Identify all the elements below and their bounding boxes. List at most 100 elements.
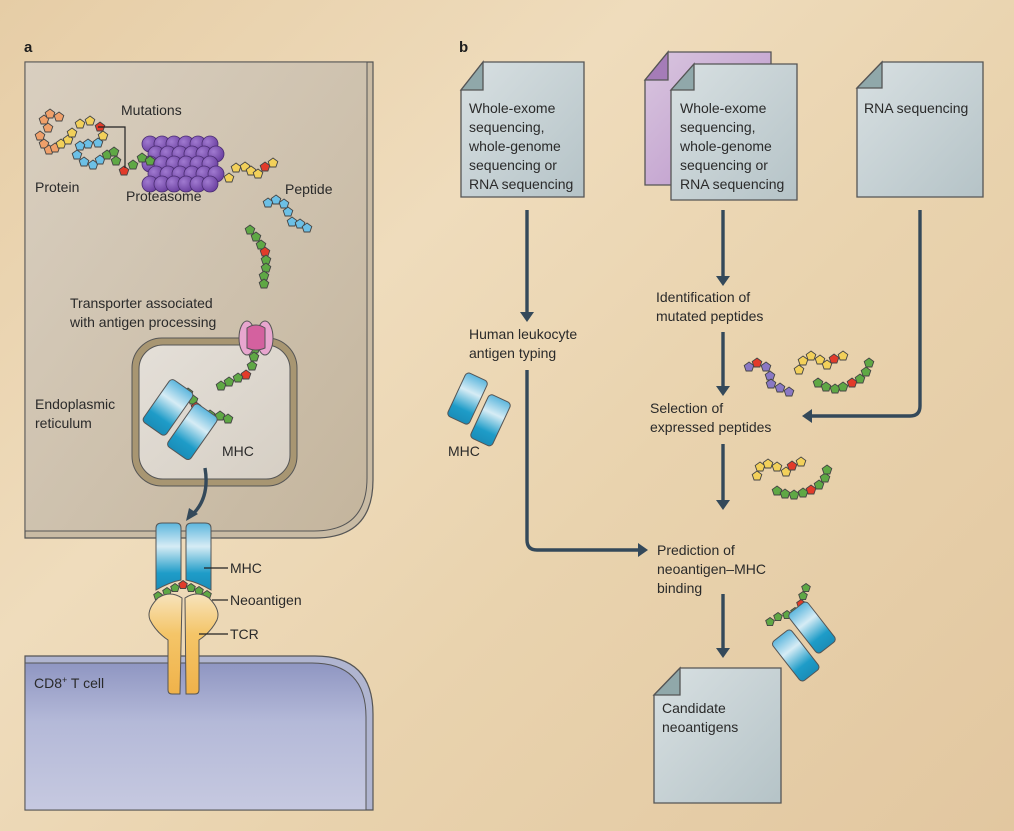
cd8-t-cell: [24, 655, 374, 811]
doc-candidate-neoantigens: Candidate neoantigens: [652, 666, 782, 804]
amino-acid-residue: [837, 350, 849, 361]
amino-acid-residue: [186, 582, 196, 593]
proteasome-icon: [141, 135, 225, 193]
amino-acid-residue: [82, 138, 94, 149]
identification-line-1: mutated peptides: [656, 308, 763, 324]
doc-left-line-4: RNA sequencing: [469, 176, 573, 192]
amino-acid-residue: [294, 218, 306, 229]
amino-acid-residue: [812, 377, 824, 388]
amino-acid-residue: [771, 461, 783, 472]
amino-acid-residue: [244, 224, 256, 235]
proteasome-subunit: [201, 175, 219, 193]
prediction-line-1: neoantigen–MHC: [657, 561, 766, 577]
amino-acid-residue: [779, 488, 791, 499]
tcr-label: TCR: [230, 626, 259, 642]
doc-middle-line-4: RNA sequencing: [680, 176, 784, 192]
peptide-b-yellow-1: [793, 350, 849, 375]
amino-acid-residue: [282, 206, 294, 217]
amino-acid-residue: [821, 464, 833, 475]
amino-acid-residue: [44, 108, 56, 119]
amino-acid-residue: [797, 355, 809, 366]
amino-acid-residue: [252, 168, 264, 179]
amino-acid-residue: [38, 138, 50, 149]
tap-transporter-icon: [238, 320, 274, 356]
amino-acid-residue: [783, 386, 795, 397]
amino-acid-residue: [795, 456, 807, 467]
arrow-hla-to-prediction: [525, 370, 638, 552]
amino-acid-residue: [84, 115, 96, 126]
doc-left-line-0: Whole-exome: [469, 100, 556, 116]
peptide-b-green-1: [812, 357, 875, 394]
arrow-rna-to-selection: [812, 210, 922, 418]
amino-acid-residue: [214, 410, 226, 421]
proteasome-label: Proteasome: [126, 188, 202, 204]
selection-line-0: Selection of: [650, 400, 723, 416]
amino-acid-residue: [248, 351, 260, 362]
amino-acid-residue: [110, 155, 122, 166]
amino-acid-residue: [118, 165, 130, 176]
amino-acid-residue: [793, 364, 805, 375]
doc-left-line-2: whole-genome: [468, 138, 561, 154]
peptide-b-green-2: [771, 464, 833, 500]
amino-acid-residue: [222, 413, 234, 424]
mutations-leader-line: [98, 126, 126, 168]
hla-typing-line-1: antigen typing: [469, 345, 556, 361]
amino-acid-residue: [74, 140, 86, 151]
amino-acid-residue: [814, 354, 826, 365]
arrowhead-hla-prediction: [638, 543, 648, 557]
amino-acid-residue: [258, 278, 270, 289]
amino-acid-residue: [178, 579, 188, 590]
mhc-panel-b-icon: [447, 372, 511, 447]
arrowhead-candidate: [716, 648, 730, 658]
amino-acid-residue: [801, 582, 811, 593]
amino-acid-residue: [232, 372, 244, 383]
amino-acid-residue: [240, 369, 252, 380]
amino-acid-residue: [71, 149, 83, 160]
amino-acid-residue: [246, 360, 258, 371]
amino-acid-residue: [854, 373, 866, 384]
amino-acid-residue: [34, 130, 46, 141]
er-label-line1: Endoplasmic: [35, 396, 115, 412]
amino-acid-residue: [270, 194, 282, 205]
doc-wes-wgs-rna-middle: Whole-exome sequencing, whole-genome seq…: [643, 50, 798, 201]
mhc-bound-peptide-icon: [772, 601, 836, 682]
arrowhead-prediction: [716, 500, 730, 510]
peptide-b-purple: [743, 357, 795, 397]
prediction-line-0: Prediction of: [657, 542, 735, 558]
amino-acid-residue: [42, 122, 54, 133]
amino-acid-residue: [771, 485, 783, 496]
mhc-surface-icon: [155, 522, 212, 591]
amino-acid-residue: [301, 222, 313, 233]
doc-middle-line-1: sequencing,: [680, 119, 756, 135]
mhc-er-label: MHC: [222, 443, 254, 459]
doc-right-line-0: RNA sequencing: [864, 100, 968, 116]
amino-acid-residue: [774, 382, 786, 393]
mutations-label: Mutations: [121, 102, 182, 118]
amino-acid-residue: [66, 127, 78, 138]
tap-label-line2: with antigen processing: [69, 314, 216, 330]
amino-acid-residue: [267, 157, 279, 168]
amino-acid-residue: [108, 146, 120, 157]
peptide-label: Peptide: [285, 181, 333, 197]
amino-acid-residue: [846, 377, 858, 388]
amino-acid-residue: [798, 590, 808, 601]
amino-acid-residue: [805, 484, 817, 495]
tap-label-line1: Transporter associated: [70, 295, 213, 311]
amino-acid-residue: [828, 353, 840, 364]
amino-acid-residue: [819, 472, 831, 483]
amino-acid-residue: [820, 381, 832, 392]
prediction-line-2: binding: [657, 580, 702, 596]
peptide-yellow: [223, 157, 279, 183]
amino-acid-residue: [170, 582, 180, 593]
selection-line-1: expressed peptides: [650, 419, 771, 435]
doc-middle-line-0: Whole-exome: [680, 100, 767, 116]
amino-acid-residue: [194, 585, 204, 596]
er-label-line2: reticulum: [35, 415, 92, 431]
candidate-line-0: Candidate: [662, 700, 726, 716]
arrowhead-selection: [716, 386, 730, 396]
amino-acid-residue: [74, 118, 86, 129]
amino-acid-residue: [813, 479, 825, 490]
doc-rna-sequencing-right: RNA sequencing: [855, 60, 984, 198]
peptide-tap: [215, 343, 261, 391]
amino-acid-residue: [127, 159, 139, 170]
